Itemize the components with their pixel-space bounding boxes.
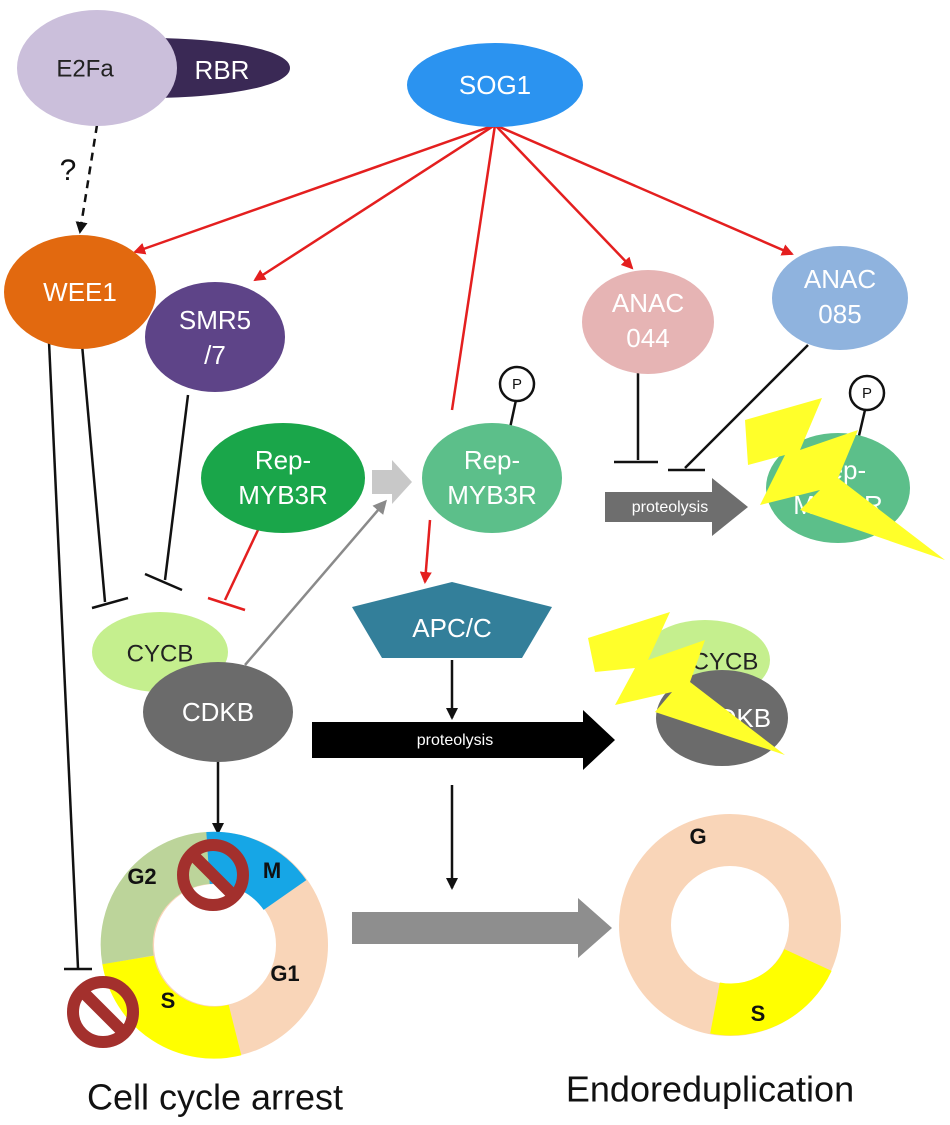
proteolysis-arrow-main: proteolysis [312,710,615,770]
cdkb-label: CDKB [182,697,254,727]
sog1-activation-arrows [133,123,794,584]
ring-segment-s [102,954,242,1059]
anac044-label-line2: 044 [626,323,669,353]
wee1-shape [4,235,156,349]
ring-label-s: S [161,988,176,1013]
phospho-stalk-degraded [856,409,867,441]
line-sog1-to-rep-myb3r [450,124,497,411]
arrow-rep-myb3r-to-apcc [419,519,432,584]
smr-label-line2: /7 [204,340,226,370]
inhibition-lines [46,319,809,971]
arrow-sog1-to-anac044 [494,124,634,270]
inhibit-smr-to-cycb-bar [144,572,183,592]
proteolysis-arrow-top-shape [605,478,748,536]
cdkb-shape [143,662,293,762]
proteolysis-top-label: proteolysis [632,499,708,516]
inhibit-rep-myb3r-to-cycb [223,529,260,601]
smr-shape [145,282,285,392]
rep-myb3r-p-label-line1: Rep- [464,445,520,475]
cycb-cdkb-complex: CYCB CDKB [92,612,293,762]
sog1-shape [407,43,583,127]
anac085-label-line2: 085 [818,299,861,329]
phospho-circle-degraded [848,374,886,412]
anac044-shape [582,270,714,374]
caption-cell-cycle-arrest: Cell cycle arrest [87,1077,343,1118]
e2fa-label: E2Fa [56,55,114,82]
block-icon [67,976,139,1048]
phospho-label: P [512,376,522,393]
smr-label-line1: SMR5 [179,305,251,335]
phospho-stalk [508,399,518,429]
phospho-circle [498,365,536,403]
uncertain-link-label: ? [60,154,77,187]
arrow-sog1-to-anac085 [494,123,794,256]
phospho-label-degraded: P [862,385,872,402]
endoreduplication-ring: G S [619,814,841,1036]
rep-myb3r-degraded-node: Rep- MYB3R P [745,374,945,560]
arrow-cdkb-to-rep-myb3r [244,499,387,666]
rep-myb3r-p-label-line2: MYB3R [447,480,537,510]
apcc-node: APC/C [352,582,552,658]
rbr-shape [150,38,290,98]
ring-label-g2: G2 [127,864,156,889]
block-icon [177,839,249,911]
endo-ring-segment-s [710,948,832,1036]
rbr-label: RBR [195,55,250,85]
anac085-shape [772,246,908,350]
anac085-node: ANAC 085 [772,246,908,350]
caption-endoreduplication: Endoreduplication [566,1069,854,1110]
apcc-shape [352,582,552,658]
arrow-sog1-to-wee1 [133,123,496,255]
sog1-label: SOG1 [459,70,531,100]
rep-myb3r-p-shape [422,423,562,533]
cycb-label: CYCB [127,640,194,667]
anac044-label-line1: ANAC [612,288,684,318]
proteolysis-arrow-main-shape [312,710,615,770]
inhibit-rep-myb3r-to-cycb-group [207,529,260,612]
rep-myb3r-active-label-line1: Rep- [255,445,311,475]
lightning-bolt-icon [745,398,945,560]
proteolysis-arrow-top: proteolysis [605,478,748,536]
lightning-bolt-icon [588,612,785,755]
e2fa-node [17,10,177,126]
rep-myb3r-phospho-node: P Rep- MYB3R [422,365,562,533]
rep-myb3r-active-node: Rep- MYB3R [201,423,365,533]
inhibit-rep-myb3r-to-cycb-bar [207,596,246,612]
anac085-label-line1: ANAC [804,264,876,294]
inhibit-anac085-to-proteolysis [684,344,809,469]
cycb-cdkb-degraded: CYCB CDKB [588,612,788,766]
rep-myb3r-active-shape [201,423,365,533]
arrow-sog1-to-smr [253,123,496,282]
wee1-node: WEE1 [4,235,156,349]
endo-ring-label-s: S [751,1001,766,1026]
cell-cycle-arrest-ring: G2 M G1 S [67,831,328,1059]
ring-segment-m [206,831,307,911]
sog1-node: SOG1 [407,43,583,127]
grey-transition-arrow [372,460,412,504]
endo-ring-label-g: G [689,824,706,849]
inhibit-wee1-to-cycb-bar [91,596,129,610]
inhibit-wee1-to-s-phase [46,319,80,969]
smr-node: SMR5 /7 [145,282,285,392]
anac044-node: ANAC 044 [582,270,714,374]
arrow-e2fa-to-wee1-dashed [75,124,99,234]
inhibit-wee1-to-cycb [78,321,107,603]
wee1-label: WEE1 [43,277,117,307]
ring-label-m: M [263,858,281,883]
proteolysis-main-label: proteolysis [417,732,493,749]
inhibit-smr-to-cycb [163,394,190,581]
rep-myb3r-active-label-line2: MYB3R [238,480,328,510]
ring-label-g1: G1 [270,961,299,986]
arrest-to-endoreduplication-arrow [352,898,612,958]
apcc-label: APC/C [412,613,491,643]
e2fa-rbr-complex: E2Fa RBR [17,10,290,126]
